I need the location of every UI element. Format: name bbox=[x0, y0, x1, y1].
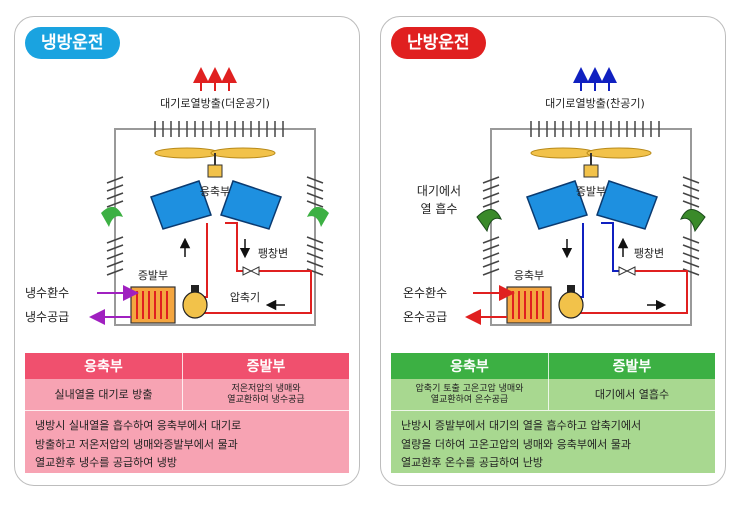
heating-unit-frame bbox=[490, 128, 692, 326]
cooling-table-cell-condenser: 실내열을 대기로 방출 bbox=[25, 379, 183, 411]
heating-description: 난방시 증발부에서 대기의 열을 흡수하고 압축기에서 열량을 더하여 고온고압… bbox=[391, 411, 715, 473]
heating-evaporator-left-coil bbox=[526, 180, 588, 230]
cooling-condenser-right-coil bbox=[220, 180, 282, 230]
cooling-liquid-pipe bbox=[225, 222, 243, 272]
heating-supply-label: 온수공급 bbox=[403, 310, 447, 324]
cooling-cell-line: 저온저압의 냉매와 bbox=[231, 383, 301, 394]
cooling-evaporator-label: 증발부 bbox=[138, 269, 168, 282]
cooling-desc-line: 방출하고 저온저압의 냉매와증발부에서 물과 bbox=[35, 437, 238, 451]
heating-exhaust-label: 대기로열방출(찬공기) bbox=[545, 96, 645, 110]
left-airflow-icon bbox=[101, 206, 123, 227]
cooling-right-fins bbox=[306, 176, 324, 276]
cooling-return-pipe bbox=[195, 270, 312, 314]
cooling-condenser-label: 응축부 bbox=[200, 185, 230, 198]
cooling-panel: 냉방운전 대기로열방출(더운공기) bbox=[14, 16, 360, 486]
cooling-description: 냉방시 실내열을 흡수하여 응축부에서 대기로 방출하고 저온저압의 냉매와증발… bbox=[25, 411, 349, 473]
heating-condenser-label: 응축부 bbox=[514, 269, 544, 282]
cooling-summary-table: 응축부 증발부 실내열을 대기로 방출 저온저압의 냉매와 열교환하여 냉수공급… bbox=[25, 353, 349, 473]
heating-liquid-pipe bbox=[601, 222, 619, 272]
cooling-table-header-evaporator: 증발부 bbox=[183, 353, 349, 379]
heating-cell-line: 압축기 토출 고온고압 냉매와 bbox=[415, 383, 524, 394]
heating-side-label-line2: 열 흡수 bbox=[421, 202, 458, 216]
cooling-expansion-label: 팽창변 bbox=[258, 247, 288, 260]
heating-right-fins bbox=[682, 176, 700, 276]
heating-evaporator-label: 증발부 bbox=[576, 185, 606, 198]
left-airflow-icon bbox=[476, 209, 502, 233]
cooling-top-fins bbox=[154, 121, 284, 137]
cooling-condenser-left-coil bbox=[150, 180, 212, 230]
heating-summary-table: 응축부 증발부 압축기 토출 고온고압 냉매와 열교환하여 온수공급 대기에서 … bbox=[391, 353, 715, 473]
cooling-desc-line: 냉방시 실내열을 흡수하여 응축부에서 대기로 bbox=[35, 419, 242, 432]
right-airflow-icon bbox=[307, 206, 329, 227]
heating-compressor-icon bbox=[558, 285, 584, 319]
cooling-table-cell-evaporator: 저온저압의 냉매와 열교환하여 냉수공급 bbox=[183, 379, 349, 411]
heating-left-fins bbox=[482, 176, 500, 276]
cooling-exhaust-arrows bbox=[193, 67, 237, 91]
heating-desc-line: 열량을 더하여 고온고압의 냉매와 응축부에서 물과 bbox=[401, 437, 632, 451]
cooling-title-badge: 냉방운전 bbox=[25, 27, 120, 59]
cooling-evaporator-icon bbox=[130, 286, 176, 324]
cooling-fan-icon bbox=[154, 147, 276, 178]
cooling-return-label: 냉수환수 bbox=[25, 286, 69, 300]
heating-discharge-pipe bbox=[571, 270, 688, 314]
heating-expansion-label: 팽창변 bbox=[634, 247, 664, 260]
cooling-exhaust-label: 대기로열방출(더운공기) bbox=[160, 97, 270, 110]
heating-side-label-line1: 대기에서 bbox=[417, 184, 461, 198]
heating-expansion-valve-icon bbox=[618, 266, 636, 276]
cooling-compressor-label: 압축기 bbox=[230, 291, 260, 304]
heating-return-label: 온수환수 bbox=[403, 286, 447, 300]
cooling-desc-line: 열교환후 냉수를 공급하여 냉방 bbox=[35, 456, 178, 470]
heating-exhaust-arrows bbox=[573, 67, 617, 91]
heating-title-badge: 난방운전 bbox=[391, 27, 486, 59]
heating-evaporator-right-coil bbox=[596, 180, 658, 230]
heating-table-cell-condenser: 압축기 토출 고온고압 냉매와 열교환하여 온수공급 bbox=[391, 379, 549, 411]
heating-desc-line: 난방시 증발부에서 대기의 열을 흡수하고 압축기에서 bbox=[401, 419, 642, 432]
heating-condenser-icon bbox=[506, 286, 552, 324]
heating-top-fins bbox=[530, 121, 660, 137]
heating-table-header-evaporator: 증발부 bbox=[549, 353, 715, 379]
cooling-compressor-icon bbox=[182, 285, 208, 319]
cooling-expansion-valve-icon bbox=[242, 266, 260, 276]
heating-fan-icon bbox=[530, 147, 652, 178]
heating-panel: 난방운전 대기로열방출(찬공기) bbox=[380, 16, 726, 486]
heating-table-cell-evaporator: 대기에서 열흡수 bbox=[549, 379, 715, 411]
heating-table-header-condenser: 응축부 bbox=[391, 353, 549, 379]
cooling-unit-frame bbox=[114, 128, 316, 326]
cooling-left-fins bbox=[106, 176, 124, 276]
heating-diagram: 대기로열방출(찬공기) bbox=[403, 67, 706, 326]
cooling-cell-line: 열교환하여 냉수공급 bbox=[227, 394, 305, 405]
heating-cell-line: 열교환하여 온수공급 bbox=[430, 394, 509, 405]
cooling-table-header-condenser: 응축부 bbox=[25, 353, 183, 379]
right-airflow-icon bbox=[680, 209, 706, 233]
heating-desc-line: 열교환후 온수를 공급하여 난방 bbox=[401, 456, 544, 470]
cooling-supply-label: 냉수공급 bbox=[25, 310, 69, 324]
cooling-diagram: 대기로열방출(더운공기) bbox=[25, 67, 329, 326]
